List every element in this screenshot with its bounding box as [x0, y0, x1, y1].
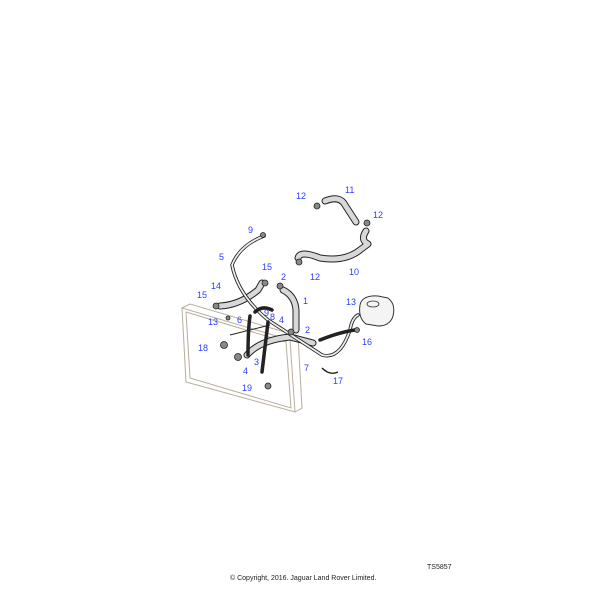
callout-8: 8: [270, 312, 275, 322]
callout-16: 16: [362, 337, 372, 347]
callout-18: 18: [198, 343, 208, 353]
callout-13: 13: [208, 317, 218, 327]
callout-17: 17: [333, 376, 343, 386]
diagram-reference: TS5857: [427, 564, 452, 571]
callout-3: 3: [254, 357, 259, 367]
callout-5: 5: [219, 252, 224, 262]
callout-2: 2: [305, 325, 310, 335]
callout-7: 7: [304, 363, 309, 373]
callout-12: 12: [310, 272, 320, 282]
callout-12: 12: [296, 191, 306, 201]
callout-14: 14: [211, 281, 221, 291]
callout-9: 9: [264, 308, 269, 318]
clips: [212, 202, 371, 390]
callout-15: 15: [197, 290, 207, 300]
callout-19: 19: [242, 383, 252, 393]
hoses: [216, 195, 372, 375]
callout-4: 4: [243, 366, 248, 376]
callout-12: 12: [373, 210, 383, 220]
callout-6: 6: [237, 315, 242, 325]
expansion-tank: [359, 295, 395, 327]
callout-labels: 12 11 12 9 5 15 2 14 15 1 13 6 9 8 4 2 1…: [197, 185, 383, 393]
callout-15: 15: [262, 262, 272, 272]
callout-2: 2: [281, 272, 286, 282]
callout-11: 11: [345, 185, 354, 195]
callout-9: 9: [248, 225, 253, 235]
callout-10: 10: [349, 267, 359, 277]
copyright-notice: © Copyright, 2016. Jaguar Land Rover Lim…: [230, 575, 377, 582]
callout-13: 13: [346, 297, 356, 307]
callout-1: 1: [303, 296, 308, 306]
callout-4: 4: [279, 315, 284, 325]
